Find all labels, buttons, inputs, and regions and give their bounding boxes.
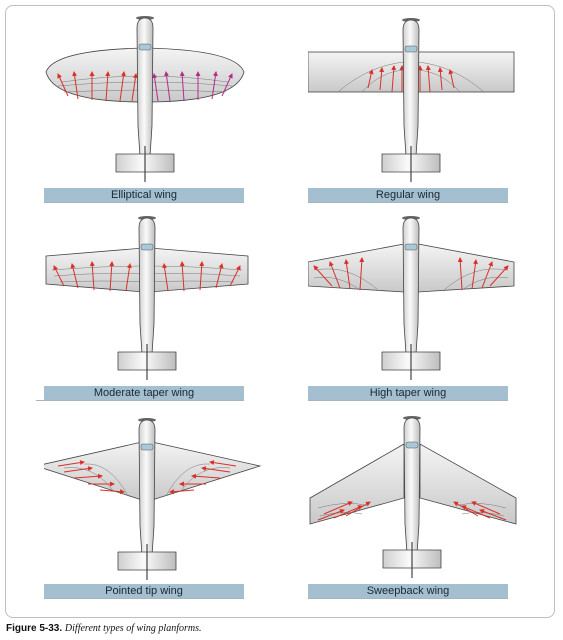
figure-number: Figure 5-33. [6, 623, 63, 634]
figure-description: Different types of wing planforms. [64, 623, 202, 634]
panel-label: Regular wing [308, 188, 508, 202]
pointed-tip-wing-illustration [44, 418, 262, 580]
divider [308, 598, 508, 599]
panel-label: High taper wing [308, 386, 508, 400]
sweepback-wing-illustration [309, 416, 517, 578]
panel-label: Elliptical wing [44, 188, 244, 202]
high-taper-wing-illustration [308, 216, 515, 380]
figure-caption: Figure 5-33. Different types of wing pla… [6, 623, 202, 634]
panel-pointed-tip-wing: Pointed tip wing [44, 402, 292, 602]
panel-regular-wing: Regular wing [308, 6, 556, 206]
figure-frame [5, 5, 555, 618]
divider [308, 400, 508, 401]
moderate-taper-wing-illustration [45, 216, 249, 380]
regular-wing-illustration [308, 18, 515, 182]
panel-moderate-taper-wing: Moderate taper wing [36, 204, 292, 404]
panel-sweepback-wing: Sweepback wing [308, 402, 556, 602]
panel-high-taper-wing: High taper wing [308, 204, 556, 404]
panel-label: Sweepback wing [308, 584, 508, 598]
divider [44, 598, 244, 599]
divider [308, 202, 508, 203]
panel-label: Pointed tip wing [44, 584, 244, 598]
divider [44, 202, 244, 203]
panel-label: Moderate taper wing [44, 386, 244, 400]
elliptical-wing-illustration [45, 16, 245, 182]
panel-elliptical-wing: Elliptical wing [44, 6, 292, 206]
divider [36, 400, 244, 401]
